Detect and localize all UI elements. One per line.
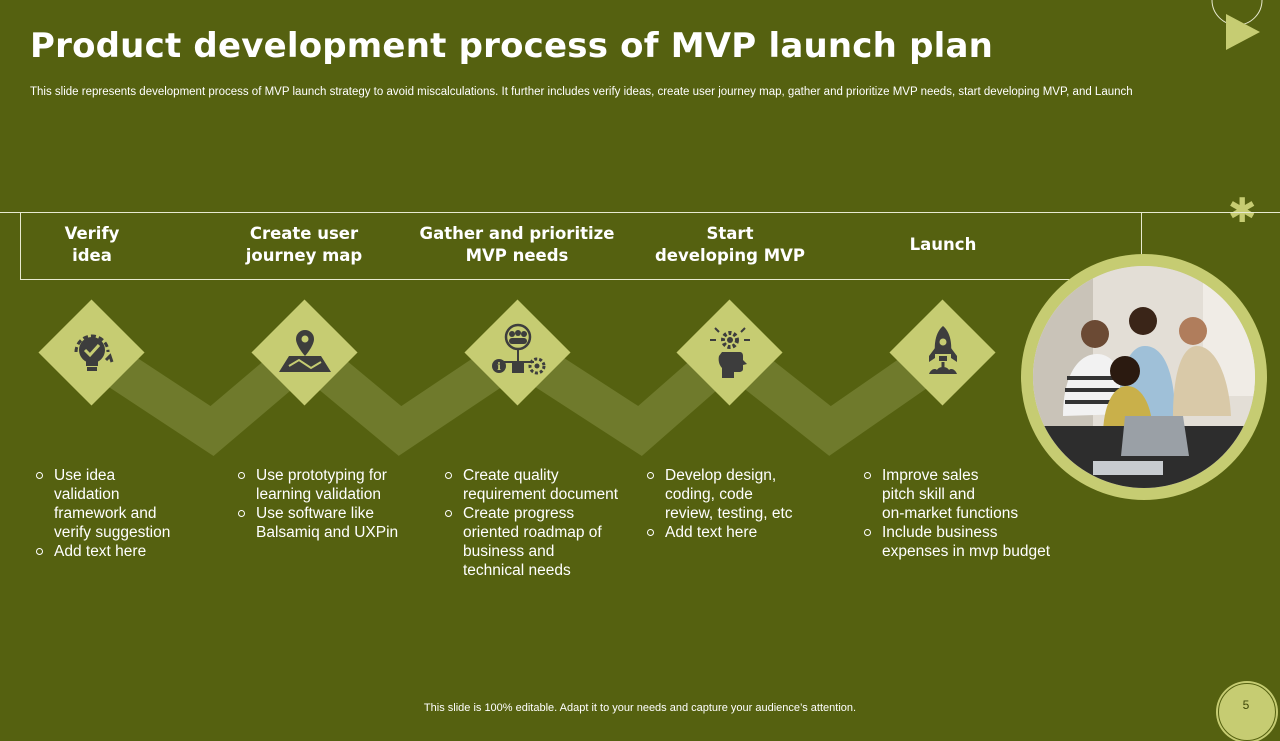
lightbulb-check-icon bbox=[74, 334, 114, 371]
list-item: Include business expenses in mvp budget bbox=[863, 523, 1073, 561]
step-title-start-developing: Start developing MVP bbox=[655, 224, 805, 265]
asterisk-icon: ✱ bbox=[1228, 191, 1257, 231]
divider-line-bottom bbox=[20, 279, 1141, 280]
step-title-user-journey: Create user journey map bbox=[245, 224, 363, 265]
step-bullets-verify-idea: Use idea validation framework and verify… bbox=[35, 466, 220, 561]
step-title-gather-needs: Gather and prioritize MVP needs bbox=[419, 224, 615, 265]
step-bullets-start-developing: Develop design, coding, code review, tes… bbox=[646, 466, 841, 542]
footer-note: This slide is 100% editable. Adapt it to… bbox=[423, 702, 857, 714]
team-photo bbox=[1033, 266, 1255, 488]
list-item: Create progress oriented roadmap of busi… bbox=[444, 504, 639, 580]
list-item: Use software like Balsamiq and UXPin bbox=[237, 504, 432, 542]
list-item: Use prototyping for learning validation bbox=[237, 466, 432, 504]
play-arrow-icon bbox=[1211, 0, 1263, 50]
list-item: Improve sales pitch skill and on-market … bbox=[863, 466, 1073, 523]
svg-text:i: i bbox=[497, 362, 501, 373]
map-pin-icon bbox=[279, 330, 331, 372]
slide-subtitle: This slide represents development proces… bbox=[30, 86, 1133, 98]
divider-line-right bbox=[1141, 212, 1142, 280]
divider-line-top bbox=[0, 212, 1280, 213]
step-bullets-launch: Improve sales pitch skill and on-market … bbox=[863, 466, 1073, 561]
list-item: Use idea validation framework and verify… bbox=[35, 466, 220, 542]
list-item: Develop design, coding, code review, tes… bbox=[646, 466, 841, 523]
team-network-icon: i bbox=[492, 323, 546, 375]
page-number-badge bbox=[1218, 683, 1276, 741]
rocket-icon bbox=[929, 326, 957, 374]
list-item: Add text here bbox=[646, 523, 841, 542]
head-gear-icon bbox=[710, 327, 750, 378]
divider-line-left bbox=[20, 212, 21, 280]
step-title-launch: Launch bbox=[909, 235, 977, 254]
step-bullets-user-journey: Use prototyping for learning validation … bbox=[237, 466, 432, 542]
list-item: Create quality requirement document bbox=[444, 466, 639, 504]
step-bullets-gather-needs: Create quality requirement document Crea… bbox=[444, 466, 639, 580]
step-title-verify-idea: Verify idea bbox=[64, 224, 120, 265]
slide-title: Product development process of MVP launc… bbox=[30, 26, 994, 66]
list-item: Add text here bbox=[35, 542, 220, 561]
page-number: 5 bbox=[1242, 698, 1250, 712]
